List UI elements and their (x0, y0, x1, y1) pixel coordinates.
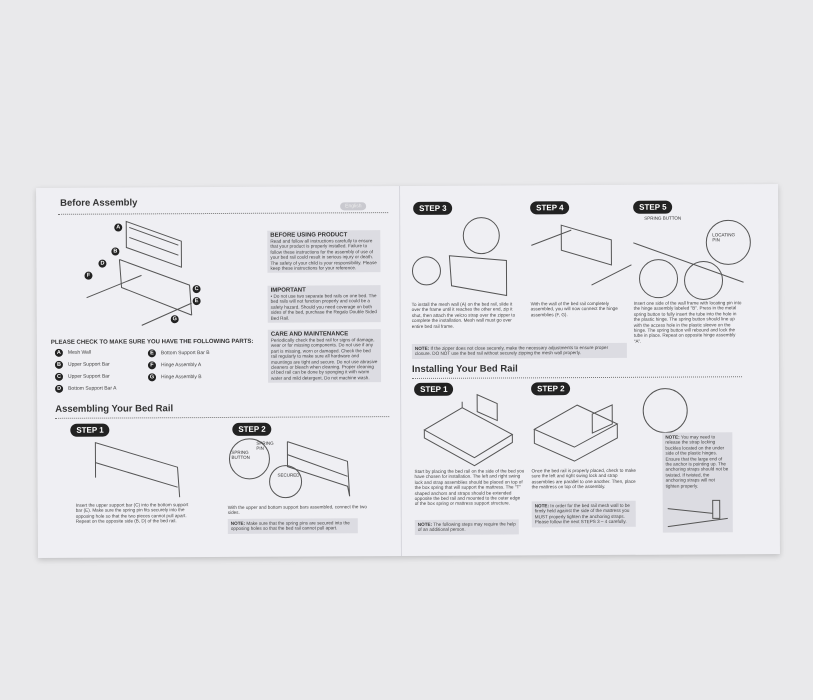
note-label: NOTE: (417, 521, 433, 527)
parts-diagram (86, 220, 193, 326)
part-item: E Bottom Support Bar B (147, 349, 210, 358)
step-1-diagram (94, 441, 181, 498)
part-letter: G (148, 373, 157, 382)
step-4-text: With the wall of the bed rail completely… (530, 300, 618, 318)
part-letter: D (55, 384, 64, 393)
part-item: D Bottom Support Bar A (55, 384, 117, 393)
install-step-2-note: NOTE: In order for the bed rail mesh wal… (531, 500, 636, 527)
fold-line (399, 186, 402, 557)
divider (412, 376, 743, 379)
note-text: In order for the bed rail mesh wall to b… (534, 502, 630, 525)
part-name: Mesh Wall (67, 349, 92, 356)
part-name: Upper Support Bar (67, 361, 110, 368)
step-1-text: Insert the upper support bar (C) into th… (75, 502, 189, 524)
step-5-text: Insert one side of the wall frame with l… (633, 300, 742, 344)
part-letter: A (54, 348, 63, 357)
secured-callout: SECURED (277, 472, 300, 478)
part-marker-d: D (98, 259, 107, 268)
note-label: NOTE: (665, 434, 680, 440)
part-item: B Upper Support Bar (54, 360, 110, 369)
step-1-badge: STEP 1 (70, 423, 110, 437)
locating-pin-callout: LOCATING PIN (712, 232, 735, 243)
install-step-1-diagram (423, 393, 514, 467)
part-item: C Upper Support Bar (55, 372, 110, 381)
spring-button-callout: SPRING BUTTON (644, 215, 682, 221)
important-box: IMPORTANT • Do not use two separate bed … (267, 285, 381, 323)
divider (58, 212, 389, 215)
step-5-diagram (633, 219, 751, 300)
step-2-diagram (228, 438, 351, 499)
part-name: Bottom Support Bar B (160, 350, 210, 357)
part-name: Bottom Support Bar A (68, 385, 117, 392)
care-box: CARE AND MAINTENANCE Periodically check … (267, 329, 382, 383)
part-item: F Hinge Assembly A (147, 361, 202, 370)
step-3-4-note: NOTE: If the zipper does not close secur… (411, 342, 627, 359)
note-label: NOTE: (534, 503, 550, 509)
part-marker-c: C (192, 285, 201, 294)
note-label: NOTE: (230, 520, 246, 526)
before-assembly-title: Before Assembly (60, 197, 138, 209)
language-badge: English (340, 202, 367, 211)
spring-pin-callout: SPRING PIN (256, 440, 274, 451)
step-3-badge: STEP 3 (413, 201, 453, 215)
part-letter: B (54, 360, 63, 369)
install-step-1-badge: STEP 1 (414, 382, 454, 396)
step-4-diagram (531, 224, 632, 286)
part-letter: E (147, 349, 156, 358)
install-step-1-text: Start by placing the bed rail on the sid… (414, 468, 525, 507)
box-text: Read and follow all instructions careful… (270, 238, 377, 271)
install-step-1-note: NOTE: The following steps may require th… (414, 519, 519, 535)
step-2-note: NOTE: Make sure that the spring pins are… (227, 518, 358, 534)
part-letter: F (147, 361, 156, 370)
note-label: NOTE: (414, 345, 430, 351)
strap-diagram (667, 499, 728, 528)
step-4-badge: STEP 4 (530, 201, 570, 215)
part-item: A Mesh Wall (54, 348, 92, 357)
box-text: • Do not use two separate bed rails on o… (270, 293, 377, 321)
part-item: G Hinge Assembly B (148, 373, 202, 382)
install-step-2-diagram (533, 388, 688, 462)
part-name: Hinge Assembly A (160, 362, 202, 369)
instruction-sheet: Before Assembly English A B D F C E G BE… (36, 184, 780, 558)
installing-title: Installing Your Bed Rail (411, 363, 518, 375)
part-marker-e: E (192, 297, 201, 306)
parts-heading: PLEASE CHECK TO MAKE SURE YOU HAVE THE F… (50, 338, 254, 346)
box-text: Periodically check the bed rail for sign… (270, 337, 378, 381)
before-using-box: BEFORE USING PRODUCT Read and follow all… (267, 230, 381, 274)
step-3-text: To install the mesh wall (A) on the bed … (411, 301, 516, 329)
step-2-badge: STEP 2 (232, 422, 272, 436)
part-marker-a: A (114, 223, 123, 232)
install-step-2-text: Once the bed rail is properly placed, ch… (531, 467, 636, 490)
spring-button-callout: SPRING BUTTON (231, 449, 250, 460)
assembling-title: Assembling Your Bed Rail (55, 403, 174, 415)
step-2-text: With the upper and bottom support bars a… (227, 504, 367, 516)
step-3-diagram (411, 217, 508, 297)
part-name: Upper Support Bar (68, 373, 110, 380)
part-letter: C (55, 372, 64, 381)
side-note: NOTE: You may need to release the strap … (662, 432, 733, 533)
part-name: Hinge Assembly B (161, 374, 202, 381)
note-text: Make sure that the spring pins are secur… (230, 520, 350, 532)
part-marker-g: G (170, 315, 179, 324)
note-text: If the zipper does not close securely, m… (414, 344, 609, 357)
part-marker-f: F (84, 271, 93, 280)
part-marker-b: B (111, 247, 120, 256)
divider (55, 416, 390, 419)
note-text: You may need to release the strap lockin… (665, 434, 729, 489)
note-text: The following steps may require the help… (417, 521, 516, 533)
